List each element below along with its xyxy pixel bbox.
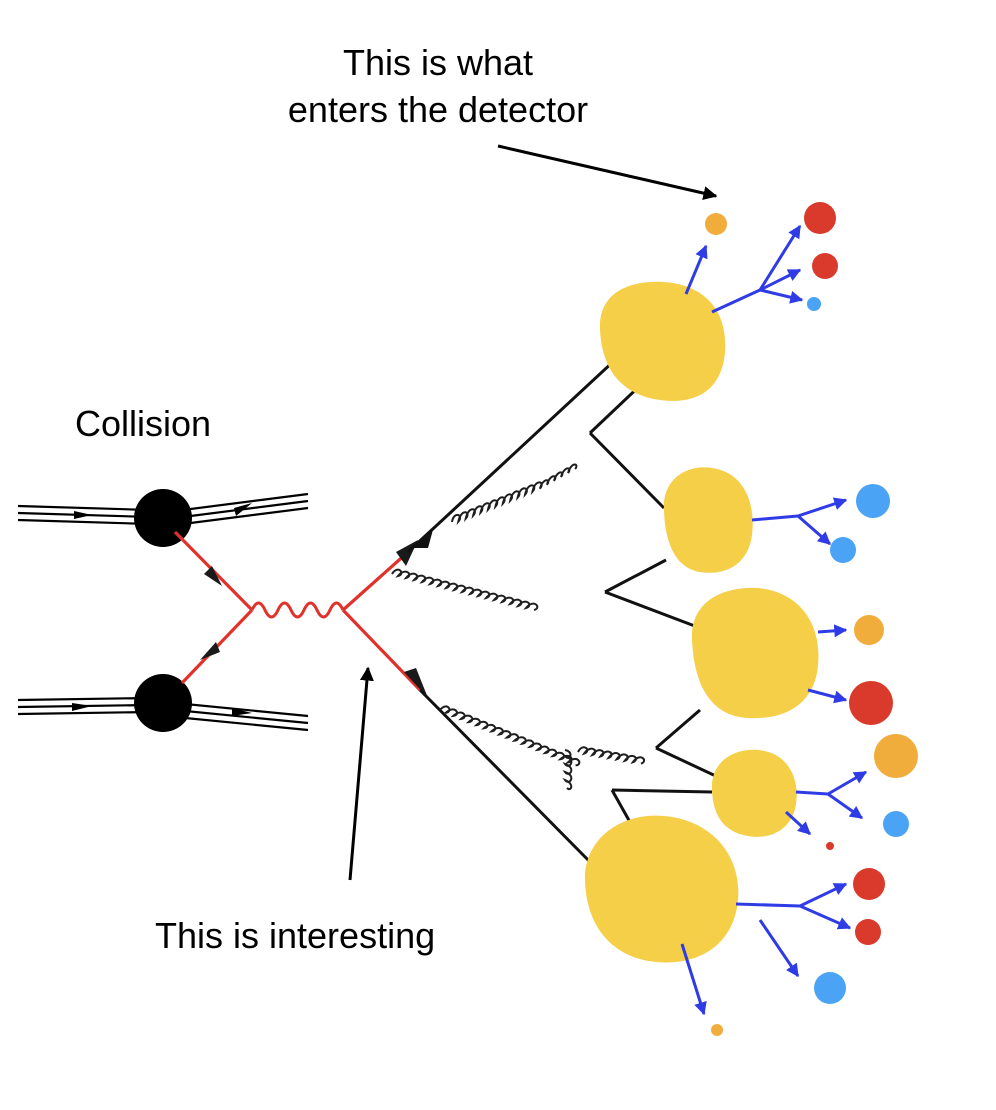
parton-lines (406, 358, 721, 872)
hadron-blob-1 (599, 281, 726, 401)
detector-label-line1: This is what (343, 42, 533, 83)
particle-red-small (826, 842, 834, 850)
detector-annotation-arrow (497, 144, 718, 201)
proton-beam-top (17, 492, 309, 527)
hadron-blobs (584, 281, 819, 963)
detector-label-line2: enters the detector (288, 89, 588, 130)
hadron-blob-5 (584, 815, 739, 963)
particle-red-2 (812, 253, 838, 279)
decay-arrows (680, 224, 868, 1016)
particle-blue-4 (883, 811, 909, 837)
interesting-annotation-arrow (348, 666, 374, 881)
interesting-label: This is interesting (155, 915, 435, 956)
proton-beam-bottom (17, 696, 309, 732)
particle-orange-2 (854, 615, 884, 645)
collision-label: Collision (75, 403, 211, 444)
hadron-blob-3 (691, 587, 819, 719)
gluon-middle-icon (391, 568, 539, 611)
gluon-curly-lines (391, 463, 646, 790)
particle-orange-3 (874, 734, 918, 778)
particle-blue-3 (830, 537, 856, 563)
parton-arrow (410, 526, 434, 548)
particle-red-3 (849, 681, 893, 725)
quark-arrow-top (204, 566, 222, 586)
particle-blue-5 (814, 972, 846, 1004)
quark-lines (173, 530, 422, 692)
final-state-particles (705, 202, 918, 1036)
particle-blue-1 (807, 297, 821, 311)
particle-red-4 (853, 868, 885, 900)
virtual-boson-wavy-line (250, 601, 345, 619)
particle-red-1 (804, 202, 836, 234)
gluon-right-icon (577, 746, 646, 765)
particle-orange-small (711, 1024, 723, 1036)
particle-orange-top (705, 213, 727, 235)
gluon-top-icon (451, 463, 578, 526)
quark-arrow-bottom (200, 642, 220, 660)
particle-blue-2 (856, 484, 890, 518)
hadron-blob-4 (711, 749, 797, 837)
gluon-lower-icon (439, 705, 581, 767)
hadron-blob-2 (663, 467, 753, 573)
gluon-tail-icon (562, 749, 573, 790)
particle-red-5 (855, 919, 881, 945)
proton-vertex-bottom-icon (134, 674, 192, 732)
